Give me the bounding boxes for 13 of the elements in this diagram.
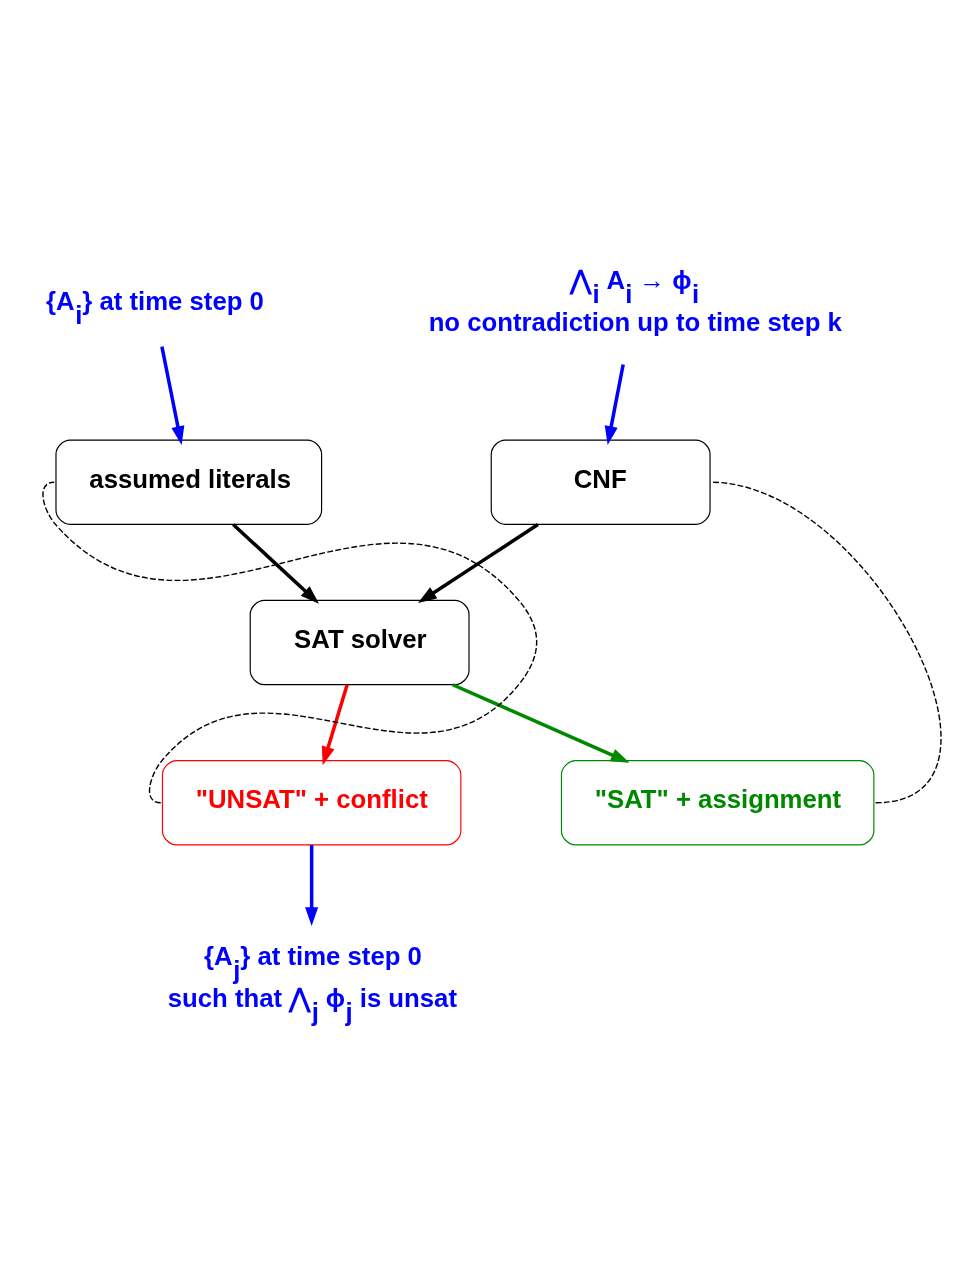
node-box: SAT solver: [249, 599, 470, 686]
connector: [42, 481, 538, 804]
arrow: [321, 684, 349, 766]
arrow: [417, 523, 539, 604]
node-box: CNF: [490, 439, 711, 525]
arrow: [604, 364, 625, 445]
node-box: assumed literals: [55, 439, 323, 525]
arrow: [452, 683, 630, 763]
arrow: [305, 845, 319, 926]
node-box: "SAT" + assignment: [560, 760, 875, 846]
node-box: "UNSAT" + conflict: [161, 760, 462, 846]
arrow: [232, 523, 319, 604]
arrow: [160, 346, 185, 446]
